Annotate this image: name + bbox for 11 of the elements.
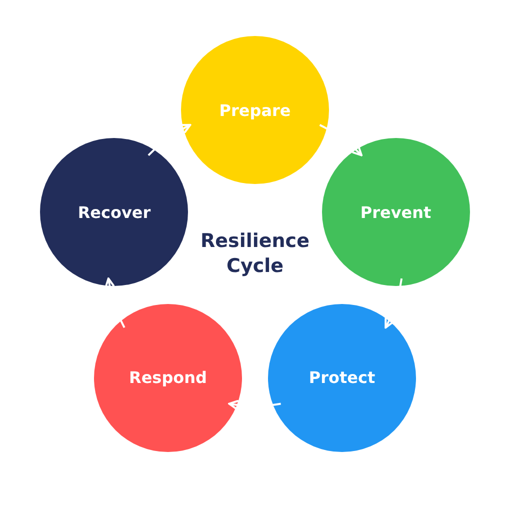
node-label: Prevent (360, 202, 432, 222)
arrow (319, 124, 363, 156)
center-title: Resilience Cycle (200, 229, 310, 278)
node-label: Protect (308, 368, 376, 388)
node-label: Recover (78, 202, 151, 222)
node-label: Prepare (219, 100, 291, 120)
arrow (104, 277, 126, 328)
arrow (228, 400, 281, 410)
arrow (384, 278, 403, 329)
arrow (148, 124, 192, 156)
node-label: Respond (129, 368, 207, 388)
